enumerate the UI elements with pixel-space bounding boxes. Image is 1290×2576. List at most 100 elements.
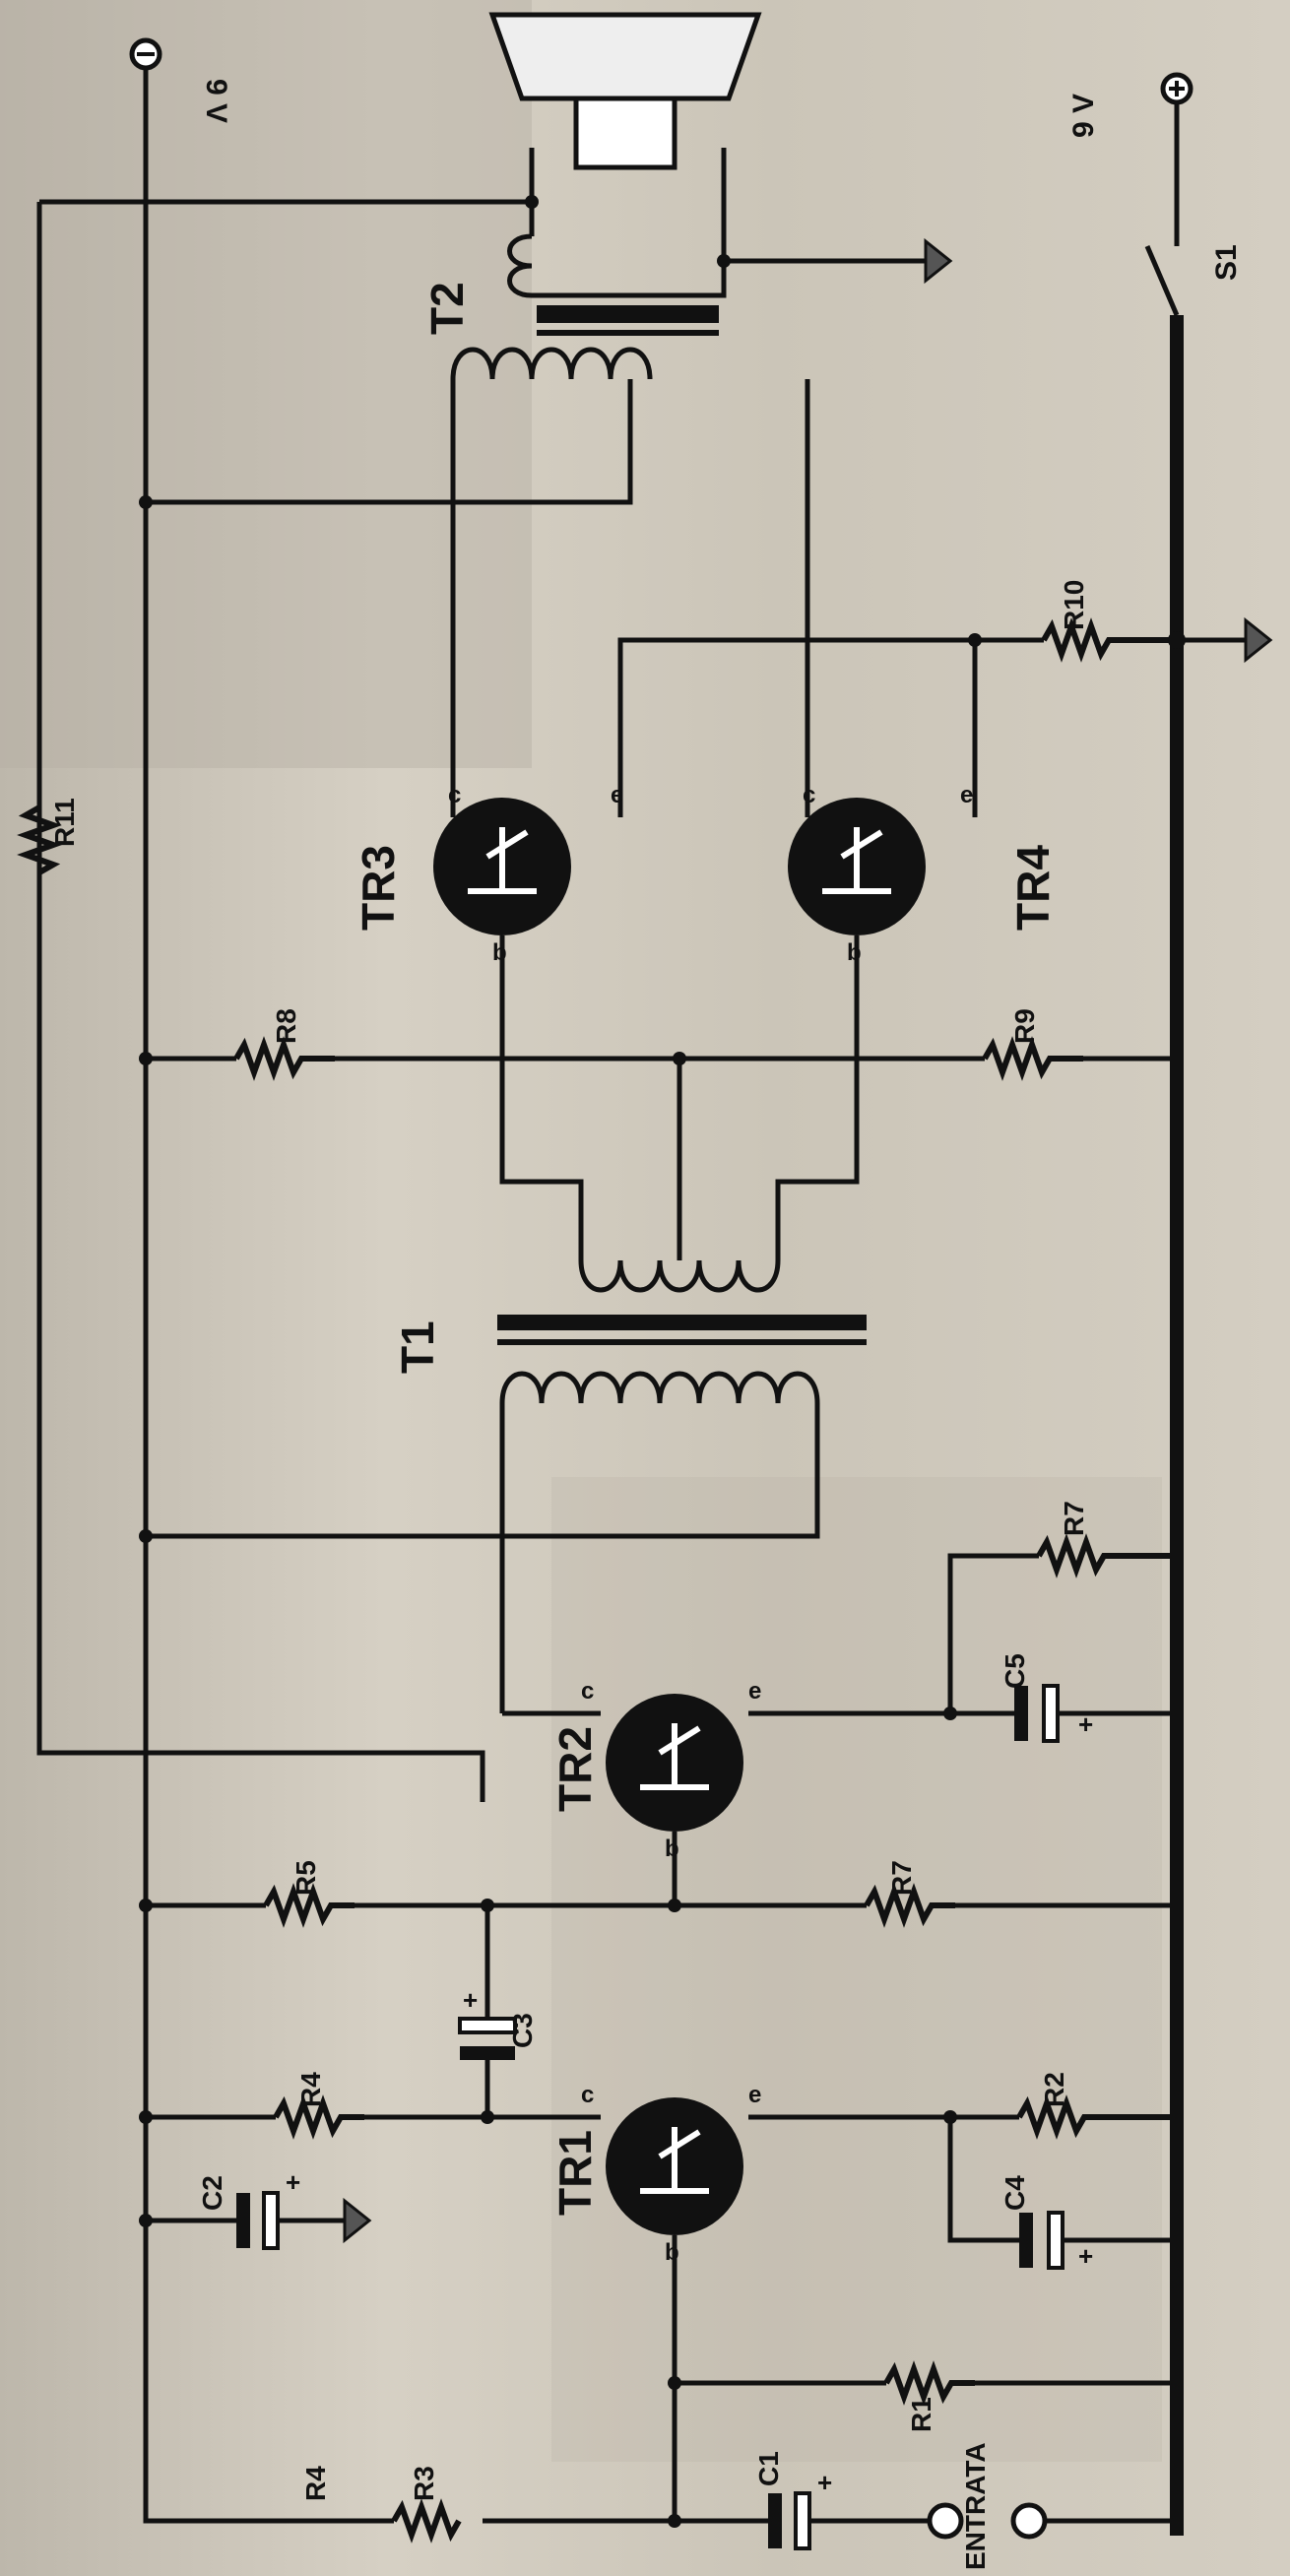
tr3-emitter-wire — [617, 637, 978, 817]
t1-secondary-coil — [578, 1259, 781, 1293]
t1-label: T1 — [392, 1320, 443, 1374]
c4-capacitor-plate — [1019, 2213, 1033, 2268]
t2-core-bar — [537, 305, 719, 323]
tr4-base-wire — [775, 935, 860, 1260]
c2-plus: + — [286, 2167, 300, 2197]
c2-label: C2 — [197, 2175, 227, 2211]
switch-s1-blade[interactable] — [1144, 245, 1180, 316]
t1-primary-coil — [499, 1371, 820, 1404]
tr2-pin-e: e — [748, 1678, 761, 1705]
c5-label: C5 — [1000, 1653, 1030, 1689]
input-label: ENTRATA — [960, 2442, 991, 2570]
tr4-pin-c: c — [803, 782, 815, 808]
tr1-label: TR1 — [549, 2130, 601, 2216]
c1-plus: + — [817, 2468, 832, 2497]
r11-label: R11 — [49, 798, 80, 847]
ground-icon-3 — [343, 2197, 372, 2244]
c1-capacitor-plate — [768, 2493, 782, 2548]
tr3-base-wire — [499, 935, 584, 1260]
r7-resistor — [1036, 1533, 1177, 1578]
r11-resistor — [17, 805, 62, 875]
r5-label: R5 — [290, 1860, 321, 1896]
tr1-pin-c: c — [581, 2082, 594, 2108]
r8-label: R8 — [271, 1008, 301, 1044]
r11-feedback-wire — [36, 199, 532, 1802]
r4-lower-label: R4 — [300, 2466, 331, 2501]
tr2-pin-c: c — [581, 1678, 594, 1705]
speaker-leads — [529, 148, 727, 202]
r10-label: R10 — [1059, 580, 1089, 630]
t1-core-bar — [497, 1315, 867, 1330]
tr4-symbol — [822, 827, 891, 894]
positive-voltage-label: 9 V — [1067, 94, 1100, 138]
tr2-pin-b: b — [665, 1835, 679, 1862]
tr1-pin-e: e — [748, 2082, 761, 2108]
tr3-pin-b: b — [492, 939, 507, 966]
r5-resistor — [263, 1883, 355, 1928]
tr4-label: TR4 — [1007, 845, 1059, 931]
switch-label: S1 — [1210, 244, 1243, 281]
input-jack-2[interactable] — [1010, 2502, 1048, 2540]
plus-sign-icon — [1169, 81, 1185, 97]
r3-resistor — [391, 2498, 462, 2544]
background-text-block — [551, 1477, 1162, 2462]
c3-capacitor-plate — [458, 2017, 517, 2034]
r1-label: R1 — [906, 2397, 936, 2432]
tr3-pin-c: c — [448, 782, 461, 808]
tr1-emitter-wire — [748, 2114, 1019, 2243]
speaker-magnet-icon — [573, 96, 677, 170]
r8-resistor — [233, 1036, 335, 1081]
c3-plus: + — [463, 1985, 478, 2015]
junction-dots — [139, 195, 1186, 2528]
c1-label: C1 — [753, 2451, 784, 2486]
r1-resistor — [883, 2360, 975, 2406]
c3-label: C3 — [507, 2013, 538, 2048]
c4-label: C4 — [1000, 2175, 1030, 2211]
background-photo-block — [0, 0, 532, 768]
c1-capacitor-plate-2 — [794, 2491, 811, 2550]
c3-capacitor-plate-2 — [460, 2046, 515, 2060]
speaker-icon — [488, 12, 762, 101]
r3-label: R3 — [409, 2466, 439, 2501]
tr4-pin-e: e — [960, 782, 973, 808]
tr3-label: TR3 — [353, 845, 404, 931]
t1-primary-right — [146, 1403, 820, 1539]
tr1-pin-b: b — [665, 2239, 679, 2266]
r10-resistor — [1041, 617, 1177, 663]
c2-capacitor-plate — [236, 2193, 250, 2248]
r2-label: R2 — [1039, 2072, 1069, 2107]
t2-primary-coil — [450, 347, 653, 380]
r6-label: R7 — [886, 1860, 917, 1896]
r6-resistor — [864, 1883, 955, 1928]
t2-label: T2 — [421, 282, 473, 335]
negative-voltage-label: 9 V — [200, 79, 232, 123]
tr1-symbol — [640, 2127, 709, 2194]
ground-icon-2 — [1244, 616, 1273, 664]
ground-icon-1 — [924, 237, 953, 285]
speaker-wire-2 — [721, 148, 926, 264]
c4-plus: + — [1078, 2241, 1093, 2271]
c5-capacitor-plate-2 — [1042, 1684, 1060, 1743]
t2-core-bar-2 — [537, 330, 719, 336]
c4-capacitor-plate-2 — [1047, 2211, 1064, 2270]
t1-core-bar-2 — [497, 1339, 867, 1345]
tr2-symbol — [640, 1723, 709, 1790]
input-jack-1[interactable] — [927, 2502, 964, 2540]
c5-capacitor-plate — [1014, 1686, 1028, 1741]
r4-label: R4 — [295, 2072, 326, 2107]
tr3-pin-e: e — [611, 782, 623, 808]
tr2-label: TR2 — [549, 1726, 601, 1812]
r2-resistor — [1016, 2094, 1177, 2140]
t2-secondary-coil — [507, 233, 727, 298]
tr3-symbol — [468, 827, 537, 894]
t2-centertap — [146, 379, 633, 505]
tr2-emitter-wire — [748, 1553, 1039, 1716]
negative-rail — [143, 61, 256, 2524]
r7-label: R7 — [1059, 1501, 1089, 1536]
c5-plus: + — [1078, 1709, 1093, 1739]
r9-label: R9 — [1009, 1008, 1040, 1044]
tr4-pin-b: b — [847, 939, 862, 966]
c2-capacitor-plate-2 — [262, 2191, 280, 2250]
